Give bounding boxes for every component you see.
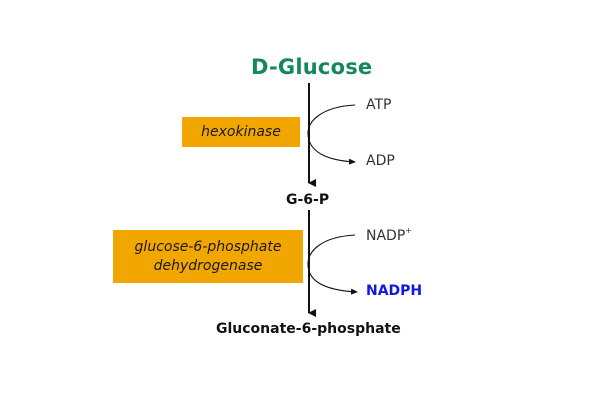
cofactor-curve-2 bbox=[307, 234, 358, 295]
metabolite-g6p: G-6-P bbox=[286, 192, 330, 208]
enzyme-label-g6pd-line1: glucose-6-phosphate bbox=[134, 238, 282, 255]
enzyme-box-g6pd: glucose-6-phosphate dehydrogenase bbox=[113, 230, 303, 283]
cofactor-atp: ATP bbox=[366, 97, 392, 113]
cofactor-adp: ADP bbox=[366, 153, 395, 169]
enzyme-label-g6pd-line2: dehydrogenase bbox=[153, 257, 263, 274]
cofactor-curve-1 bbox=[307, 104, 356, 165]
enzyme-label-hexokinase: hexokinase bbox=[201, 124, 281, 140]
metabolite-gluconate-6-phosphate: Gluconate-6-phosphate bbox=[216, 321, 401, 337]
metabolite-d-glucose: D-Glucose bbox=[251, 55, 373, 79]
cofactor-nadp-label: NADP bbox=[366, 228, 406, 244]
cofactor-nadph: NADPH bbox=[366, 283, 423, 299]
cofactor-nadp-plus: NADP+ bbox=[366, 226, 412, 244]
enzyme-box-hexokinase: hexokinase bbox=[182, 117, 300, 147]
cofactor-nadp-charge: + bbox=[405, 226, 412, 235]
